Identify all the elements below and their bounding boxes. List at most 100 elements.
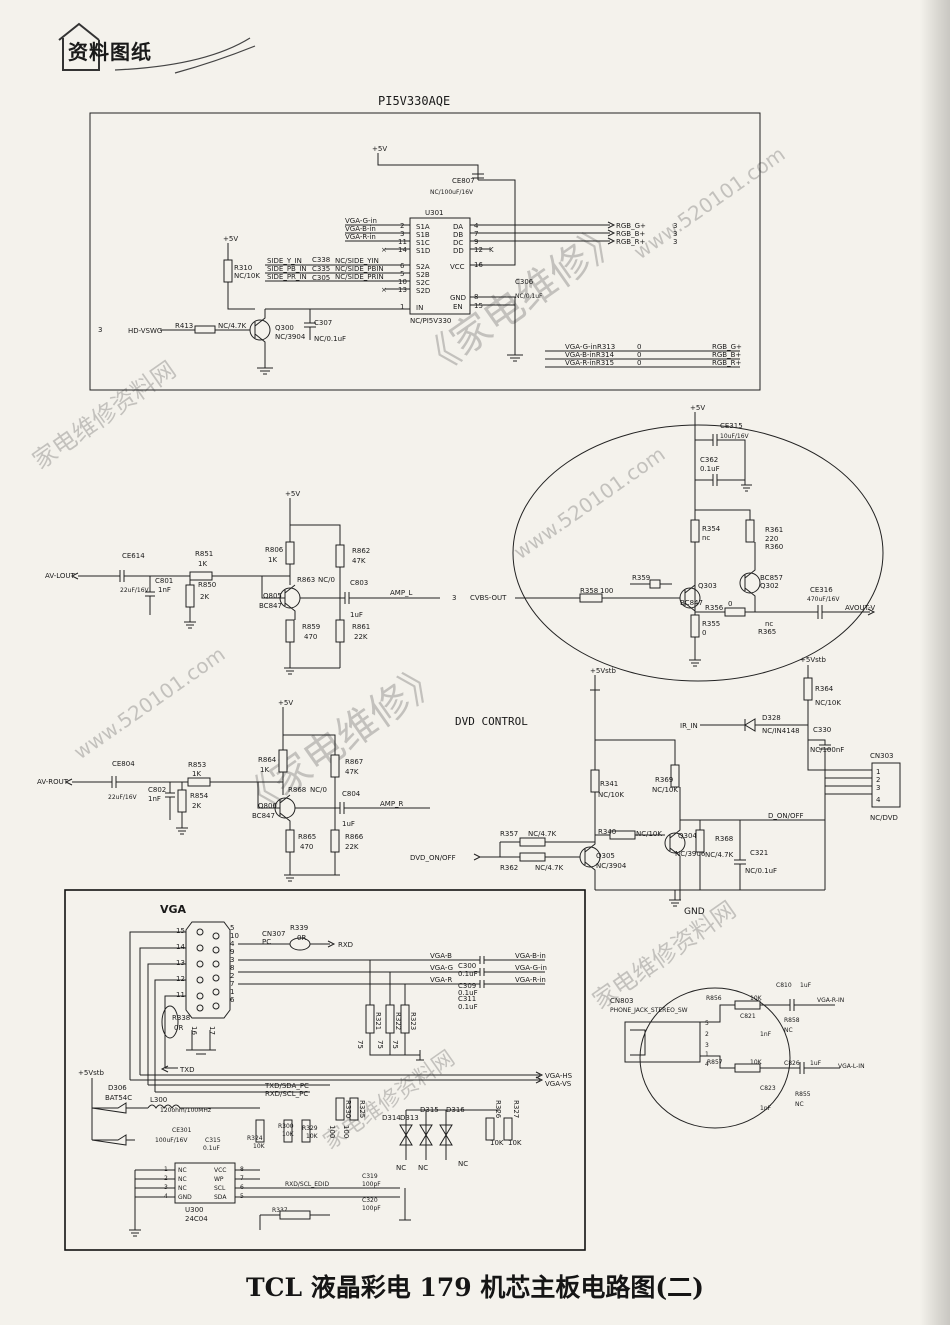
r339-ref: R339 [290, 924, 308, 932]
r369-val: NC/10K [652, 786, 678, 794]
r866-resistor [330, 829, 340, 853]
u300-ref: U300 [185, 1206, 203, 1214]
r362-resistor [519, 852, 546, 862]
vcc2-label: +5Vstb [800, 656, 826, 664]
u301-pin-num: 14 [398, 246, 407, 254]
u300-pin-left: NC [178, 1185, 187, 1192]
r859-ref: R859 [302, 623, 320, 631]
u301-pin-label: DA [453, 223, 463, 231]
vga-output: VGA-B-in [515, 952, 546, 960]
u301-pin-num: 2 [400, 222, 404, 230]
cn303-connector [871, 762, 901, 808]
q300-transistor [249, 319, 271, 341]
r361-val: 220 [765, 535, 778, 543]
vga-pin: 4 [230, 940, 235, 948]
r854-ref: R854 [190, 792, 209, 800]
jack-pin: 4 [705, 1061, 709, 1068]
u301-pin-num: 11 [398, 238, 407, 246]
r364-resistor [803, 677, 813, 701]
vga-output: VGA-G-in [515, 964, 547, 972]
r365-val: nc [765, 620, 773, 628]
diode-ref: D313 [400, 1114, 419, 1122]
r863-val: NC/0 [318, 576, 335, 584]
r864-resistor [278, 749, 288, 773]
vga-dsub-connector [185, 921, 231, 1019]
r310-ref: R310 [234, 264, 252, 272]
d306-val: BAT54C [105, 1094, 132, 1102]
watermark-text: www.520101.com [509, 442, 669, 564]
c321-val: NC/0.1uF [745, 867, 777, 875]
r866-val: 22K [345, 843, 359, 851]
vstb-label: +5Vstb [78, 1069, 104, 1077]
ce614-ref: CE614 [122, 552, 145, 560]
vga-title: VGA [160, 903, 187, 916]
u300-pin-right: SCL [214, 1185, 226, 1192]
c810-val: 1uF [800, 982, 812, 989]
d-onoff-label: D_ON/OFF [768, 812, 804, 820]
r851-resistor [189, 571, 213, 581]
avout-v-label: AVOUT-V [845, 604, 875, 612]
r806-val: 1K [268, 556, 277, 564]
side-cap-label: C338 [312, 256, 330, 264]
u301-part: NC/PI5V330 [410, 317, 451, 325]
term-res-val: 75 [376, 1040, 384, 1049]
svg-text:×: × [381, 246, 387, 254]
r330-resistor [335, 1097, 345, 1121]
watermark-layer: 家电维修资料网 www.520101.com 家电维修资料网 www.52010… [27, 142, 789, 1155]
bypass-val: 0 [637, 359, 641, 367]
r855-val: NC [795, 1101, 804, 1108]
c803-val: 1uF [350, 611, 363, 619]
av-lout-block: AV-LOUT CE614 22uF/16V C801 1nF R851 1K … [45, 490, 440, 675]
cn303-ref: CN303 [870, 752, 894, 760]
u301-pin-num: 6 [400, 262, 405, 270]
q805-val: BC847 [259, 602, 282, 610]
r358-resistor [579, 593, 603, 603]
ir-in-label: IR_IN [680, 722, 698, 730]
ce807-val: NC/100uF/16V [430, 189, 474, 196]
u301-pin-label: S1D [416, 247, 430, 255]
jack-pin: 1 [705, 1051, 709, 1058]
q304-ref: Q304 [678, 832, 697, 840]
r413-val: NC/4.7K [218, 322, 247, 330]
r857-val: 10K [750, 1059, 763, 1066]
diode-ref: D316 [446, 1106, 465, 1114]
bypass-val: 0 [637, 351, 641, 359]
watermark-text: www.520101.com [69, 642, 229, 764]
r326-resistor [485, 1117, 495, 1141]
u301-pin-label: S1A [416, 223, 430, 231]
u301-pin-label: VCC [450, 263, 465, 271]
side-cap-label: C305 [312, 274, 330, 282]
hd-vsync-label: HD-VSWG [128, 327, 162, 335]
u301-pin-num: 13 [398, 286, 407, 294]
r369-ref: R369 [655, 776, 673, 784]
vga-cap-val: 0.1uF [458, 970, 478, 978]
u300-part: 24C04 [185, 1215, 208, 1223]
ce807-ref: CE807 [452, 177, 475, 185]
vcc-label: +5V [278, 699, 293, 707]
c315-ref: C315 [205, 1137, 221, 1144]
r806-resistor [285, 541, 295, 565]
r340-val: NC/10K [636, 830, 662, 838]
r361-resistor [745, 519, 755, 543]
u301-pin-num: 12 [474, 246, 483, 254]
c821-ref: C821 [740, 1013, 756, 1020]
vcc-label: +5V [372, 145, 387, 153]
q303-transistor [679, 587, 701, 609]
d328-ref: D328 [762, 714, 781, 722]
r325-resistor [349, 1097, 359, 1121]
cn307-ref: CN307 [262, 930, 286, 938]
page-ref: 3 [673, 238, 677, 246]
r338-ref: R338 [172, 1014, 190, 1022]
vga-input-label: VGA-G-in [345, 217, 377, 225]
r861-resistor [335, 619, 345, 643]
r310-val: NC/10K [234, 272, 260, 280]
jack-pin: 3 [705, 1042, 709, 1049]
u301-pin-label: S2A [416, 263, 430, 271]
r339-val: 0R [297, 934, 306, 942]
r324-val: 10K [253, 1143, 266, 1150]
rgb-output-label: RGB_G+ [616, 222, 646, 230]
vga-pin: 11 [176, 991, 185, 999]
q300-ref: Q300 [275, 324, 294, 332]
vga-l-in-label: VGA-L-IN [838, 1063, 865, 1070]
u301-pin-label: GND [450, 294, 466, 302]
